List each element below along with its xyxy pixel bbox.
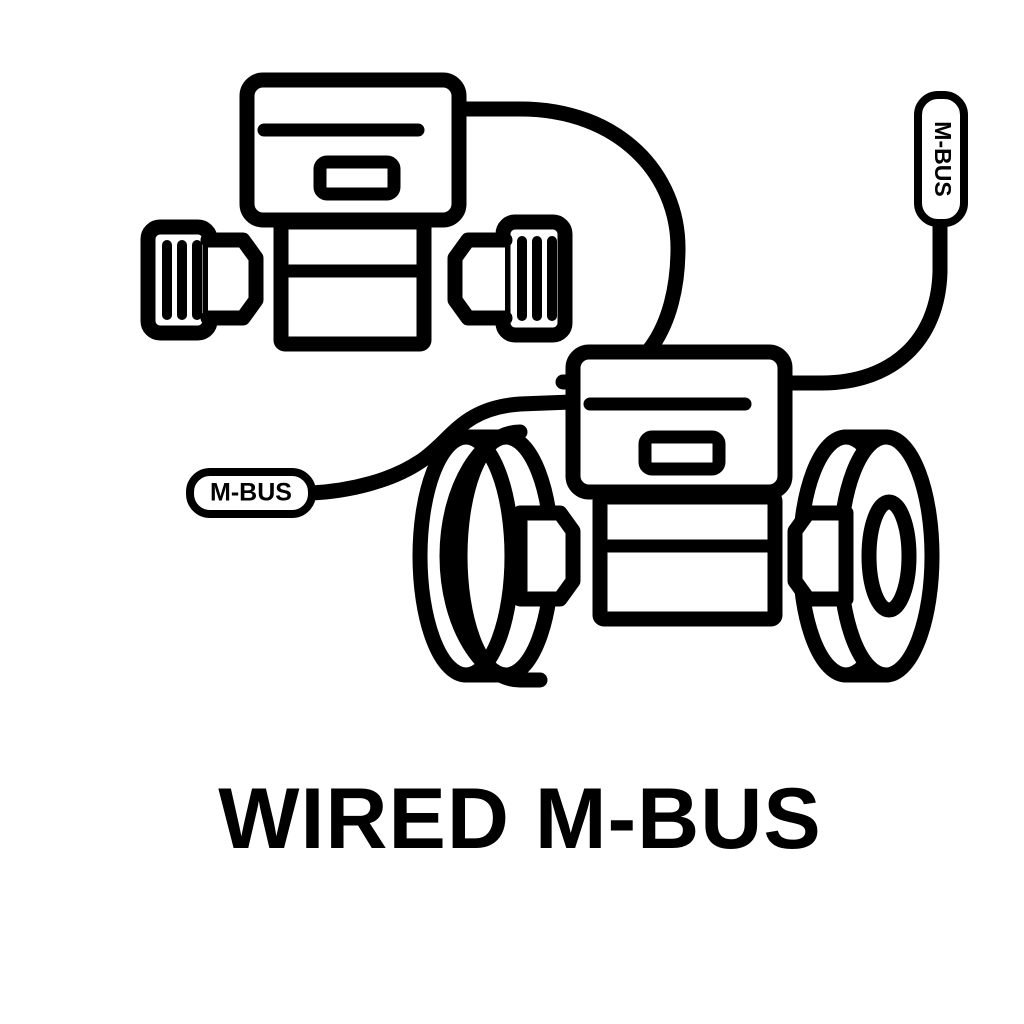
lower-meter-right-flange xyxy=(792,429,940,683)
upper-meter-body xyxy=(273,214,432,352)
lower-meter-right-stub xyxy=(787,505,854,607)
tag-left-box[interactable] xyxy=(186,468,316,518)
right-flange-bore xyxy=(861,494,917,618)
m-bus-tag-right[interactable]: M-BUS xyxy=(914,91,968,227)
upper-meter-head[interactable] xyxy=(239,72,467,228)
upper-meter-right-coupling xyxy=(495,214,573,343)
lower-meter-body xyxy=(592,489,783,627)
lower-meter-left-flange xyxy=(412,424,560,688)
upper-meter-display-window xyxy=(313,155,401,201)
m-bus-cable-right xyxy=(778,206,948,391)
upper-meter-right-neck xyxy=(447,232,513,326)
m-bus-tag-left[interactable]: M-BUS xyxy=(186,468,316,518)
lower-meter[interactable] xyxy=(412,344,940,688)
tag-left-label: M-BUS xyxy=(210,479,292,507)
tag-right-box[interactable] xyxy=(914,91,968,227)
m-bus-cable-left xyxy=(303,394,580,501)
upper-meter[interactable] xyxy=(140,72,573,352)
lower-meter-display-window xyxy=(638,430,726,476)
lower-meter-head[interactable] xyxy=(565,344,793,500)
page-title: WIRED M-BUS xyxy=(218,771,821,867)
upper-meter-left-neck xyxy=(200,232,264,326)
tag-right-label: M-BUS xyxy=(930,121,956,196)
lower-meter-left-stub xyxy=(512,505,581,607)
